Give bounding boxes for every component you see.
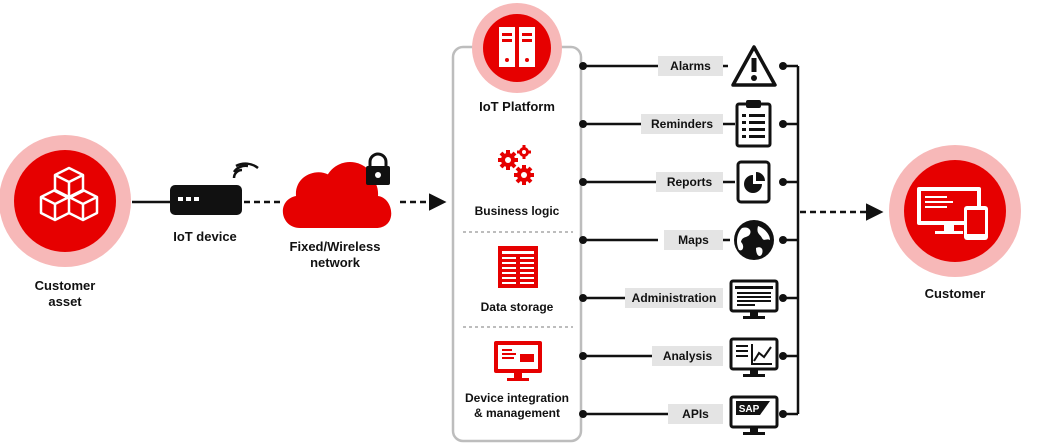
desktop-mobile-icon: [917, 187, 988, 240]
customer-asset-node: [0, 135, 131, 267]
boxes-icon: [39, 166, 99, 222]
customer-node: [889, 145, 1021, 277]
section-data-storage: Data storage: [480, 300, 554, 314]
section-business-logic: Business logic: [474, 204, 560, 218]
tag-reports: Reports: [656, 172, 723, 192]
tag-reminders: Reminders: [641, 114, 723, 134]
tag-alarms: Alarms: [658, 56, 723, 76]
customer-asset-label: Customer asset: [34, 278, 96, 309]
tag-administration: Administration: [625, 288, 723, 308]
sap-screen-icon: SAP: [729, 395, 779, 435]
router-icon: [170, 162, 259, 215]
cloud-lock-icon: [282, 152, 392, 228]
gears-icon: [498, 145, 534, 185]
customer-label: Customer: [924, 286, 986, 301]
iot-device-label: IoT device: [173, 229, 237, 244]
platform-title: IoT Platform: [479, 99, 555, 114]
tag-maps: Maps: [664, 230, 723, 250]
svg-text:SAP: SAP: [739, 404, 760, 415]
globe-icon: [734, 220, 774, 260]
report-icon: [736, 160, 771, 204]
analysis-screen-icon: [729, 337, 779, 377]
monitor-icon: [494, 341, 542, 381]
clipboard-icon: [735, 100, 772, 148]
database-icon: [498, 246, 538, 288]
tag-apis: APIs: [668, 404, 723, 424]
tag-analysis: Analysis: [652, 346, 723, 366]
server-icon: [472, 3, 562, 93]
section-device-integration: Device integration & management: [464, 391, 570, 420]
admin-screen-icon: [729, 279, 779, 319]
output-connectors: [583, 64, 800, 416]
warning-icon: [731, 45, 777, 87]
network-label: Fixed/Wireless network: [289, 239, 381, 270]
